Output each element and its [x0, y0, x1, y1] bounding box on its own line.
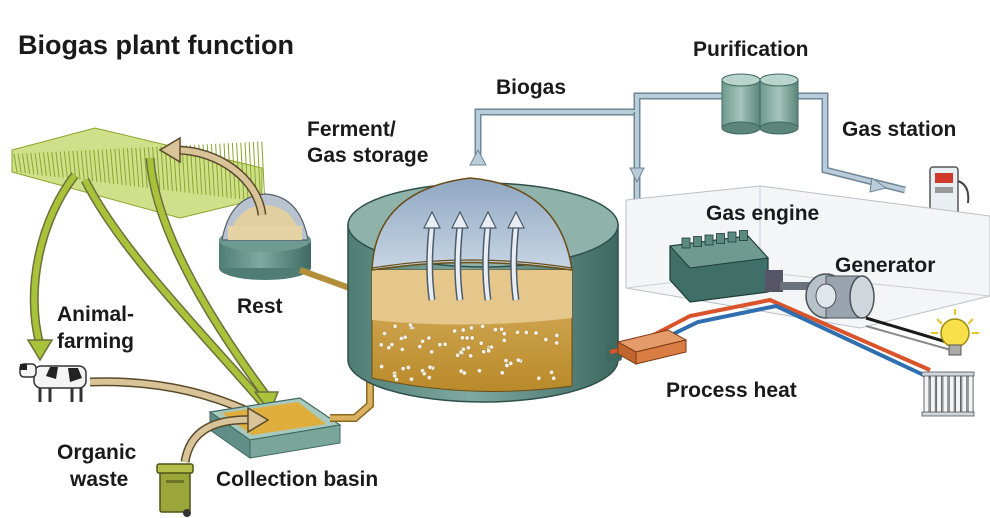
fermenter-tank — [347, 177, 622, 403]
cow-icon — [19, 363, 87, 402]
rest-pipe — [298, 267, 357, 293]
gas-station-label: Gas station — [842, 118, 956, 141]
collection-basin-label: Collection basin — [216, 468, 378, 491]
radiator-icon — [921, 371, 975, 417]
field-to-basin-arrow-1 — [80, 177, 266, 405]
organic-waste-label-line1: Organic — [57, 441, 137, 464]
waste-bin-icon — [156, 463, 194, 517]
rest-to-field-arrow — [158, 136, 267, 216]
animal-farming-label-line1: Animal- — [57, 303, 134, 326]
biogas-label: Biogas — [496, 76, 566, 99]
rest-tank — [219, 193, 311, 280]
crop-field-icon — [11, 127, 266, 219]
heat-exchanger — [616, 329, 688, 365]
field-to-animal-arrow — [26, 172, 79, 362]
animal-farming-label-line2: farming — [57, 330, 134, 353]
rest-label: Rest — [237, 295, 283, 318]
generator-icon — [780, 273, 875, 319]
ferment-label-line1: Ferment/ — [307, 118, 396, 141]
purification-label: Purification — [693, 38, 809, 61]
organic-waste-label-line2: waste — [69, 468, 128, 491]
cow-to-basin-arrow — [89, 377, 247, 415]
purification-tanks — [721, 73, 799, 135]
process-heat-label: Process heat — [666, 379, 797, 402]
page-title: Biogas plant function — [18, 30, 294, 60]
generator-label: Generator — [835, 254, 935, 277]
light-bulb-icon — [931, 309, 979, 356]
gas-engine-icon — [668, 230, 783, 303]
waste-to-basin-arrow — [180, 406, 270, 463]
ferment-label-line2: Gas storage — [307, 144, 428, 167]
field-to-basin-arrow-2 — [145, 157, 280, 414]
gas-engine-label: Gas engine — [706, 202, 819, 225]
